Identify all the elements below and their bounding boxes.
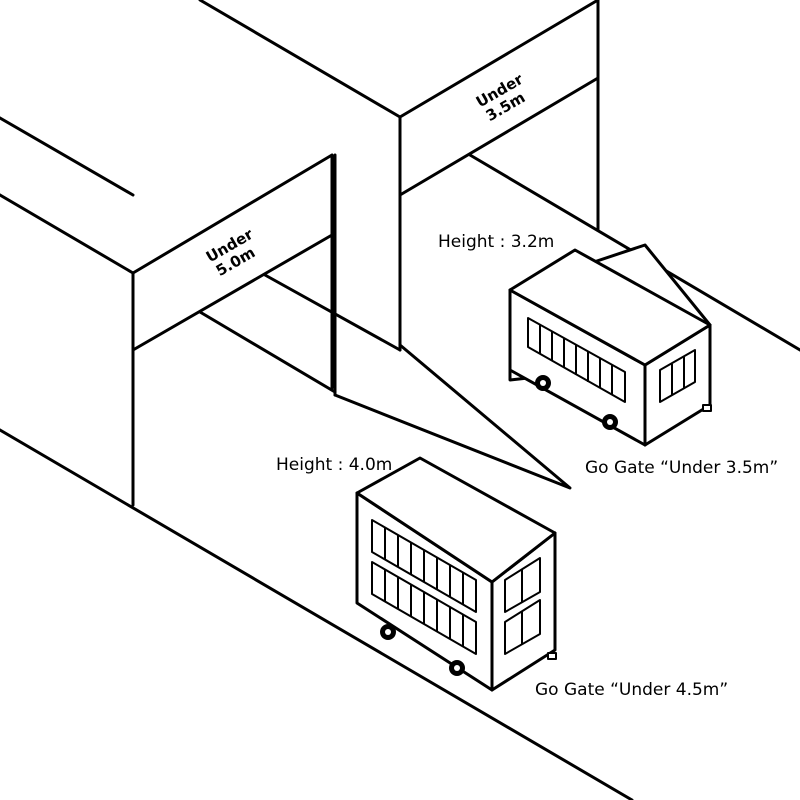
bus-double-wheel-rear-hub xyxy=(454,665,460,671)
gate-back: Under 3.5m xyxy=(198,0,600,397)
bus-double xyxy=(355,456,557,692)
bus-small-route-label: Go Gate “Under 3.5m” xyxy=(585,458,778,478)
bus-small-rear-window-dividers xyxy=(671,357,685,395)
road-left-edge xyxy=(0,428,634,800)
bus-small xyxy=(508,243,712,447)
gate-front-underside-right xyxy=(263,273,402,352)
bus-small-wheel-rear-hub xyxy=(607,419,613,425)
bus-double-exhaust xyxy=(547,652,557,660)
bus-double-route-label: Go Gate “Under 4.5m” xyxy=(535,680,728,700)
bus-small-height-label: Height : 3.2m xyxy=(438,232,554,252)
bus-double-lower-window-dividers xyxy=(384,570,464,647)
bus-double-height-label: Height : 4.0m xyxy=(276,455,392,475)
bus-double-roof xyxy=(355,456,557,584)
bus-small-wheel-front-hub xyxy=(540,380,546,386)
gate-back-top-edge xyxy=(198,0,402,119)
bus-small-rear-window xyxy=(659,349,696,403)
bus-small-window-dividers xyxy=(539,325,613,395)
gate-front: Under 5.0m xyxy=(0,116,402,507)
gate-front-top-edge xyxy=(0,116,135,197)
gate-front-mid-edge xyxy=(0,193,135,275)
bus-small-roof xyxy=(508,248,712,367)
bus-double-wheel-front-hub xyxy=(385,629,391,635)
gate-front-underside-left xyxy=(198,310,337,394)
gate-front-sign-board xyxy=(131,153,334,352)
bus-double-upper-window-dividers xyxy=(384,528,464,605)
lane-divider xyxy=(333,343,572,490)
bus-small-exhaust xyxy=(702,404,712,412)
gate-back-sign-board xyxy=(398,0,600,197)
